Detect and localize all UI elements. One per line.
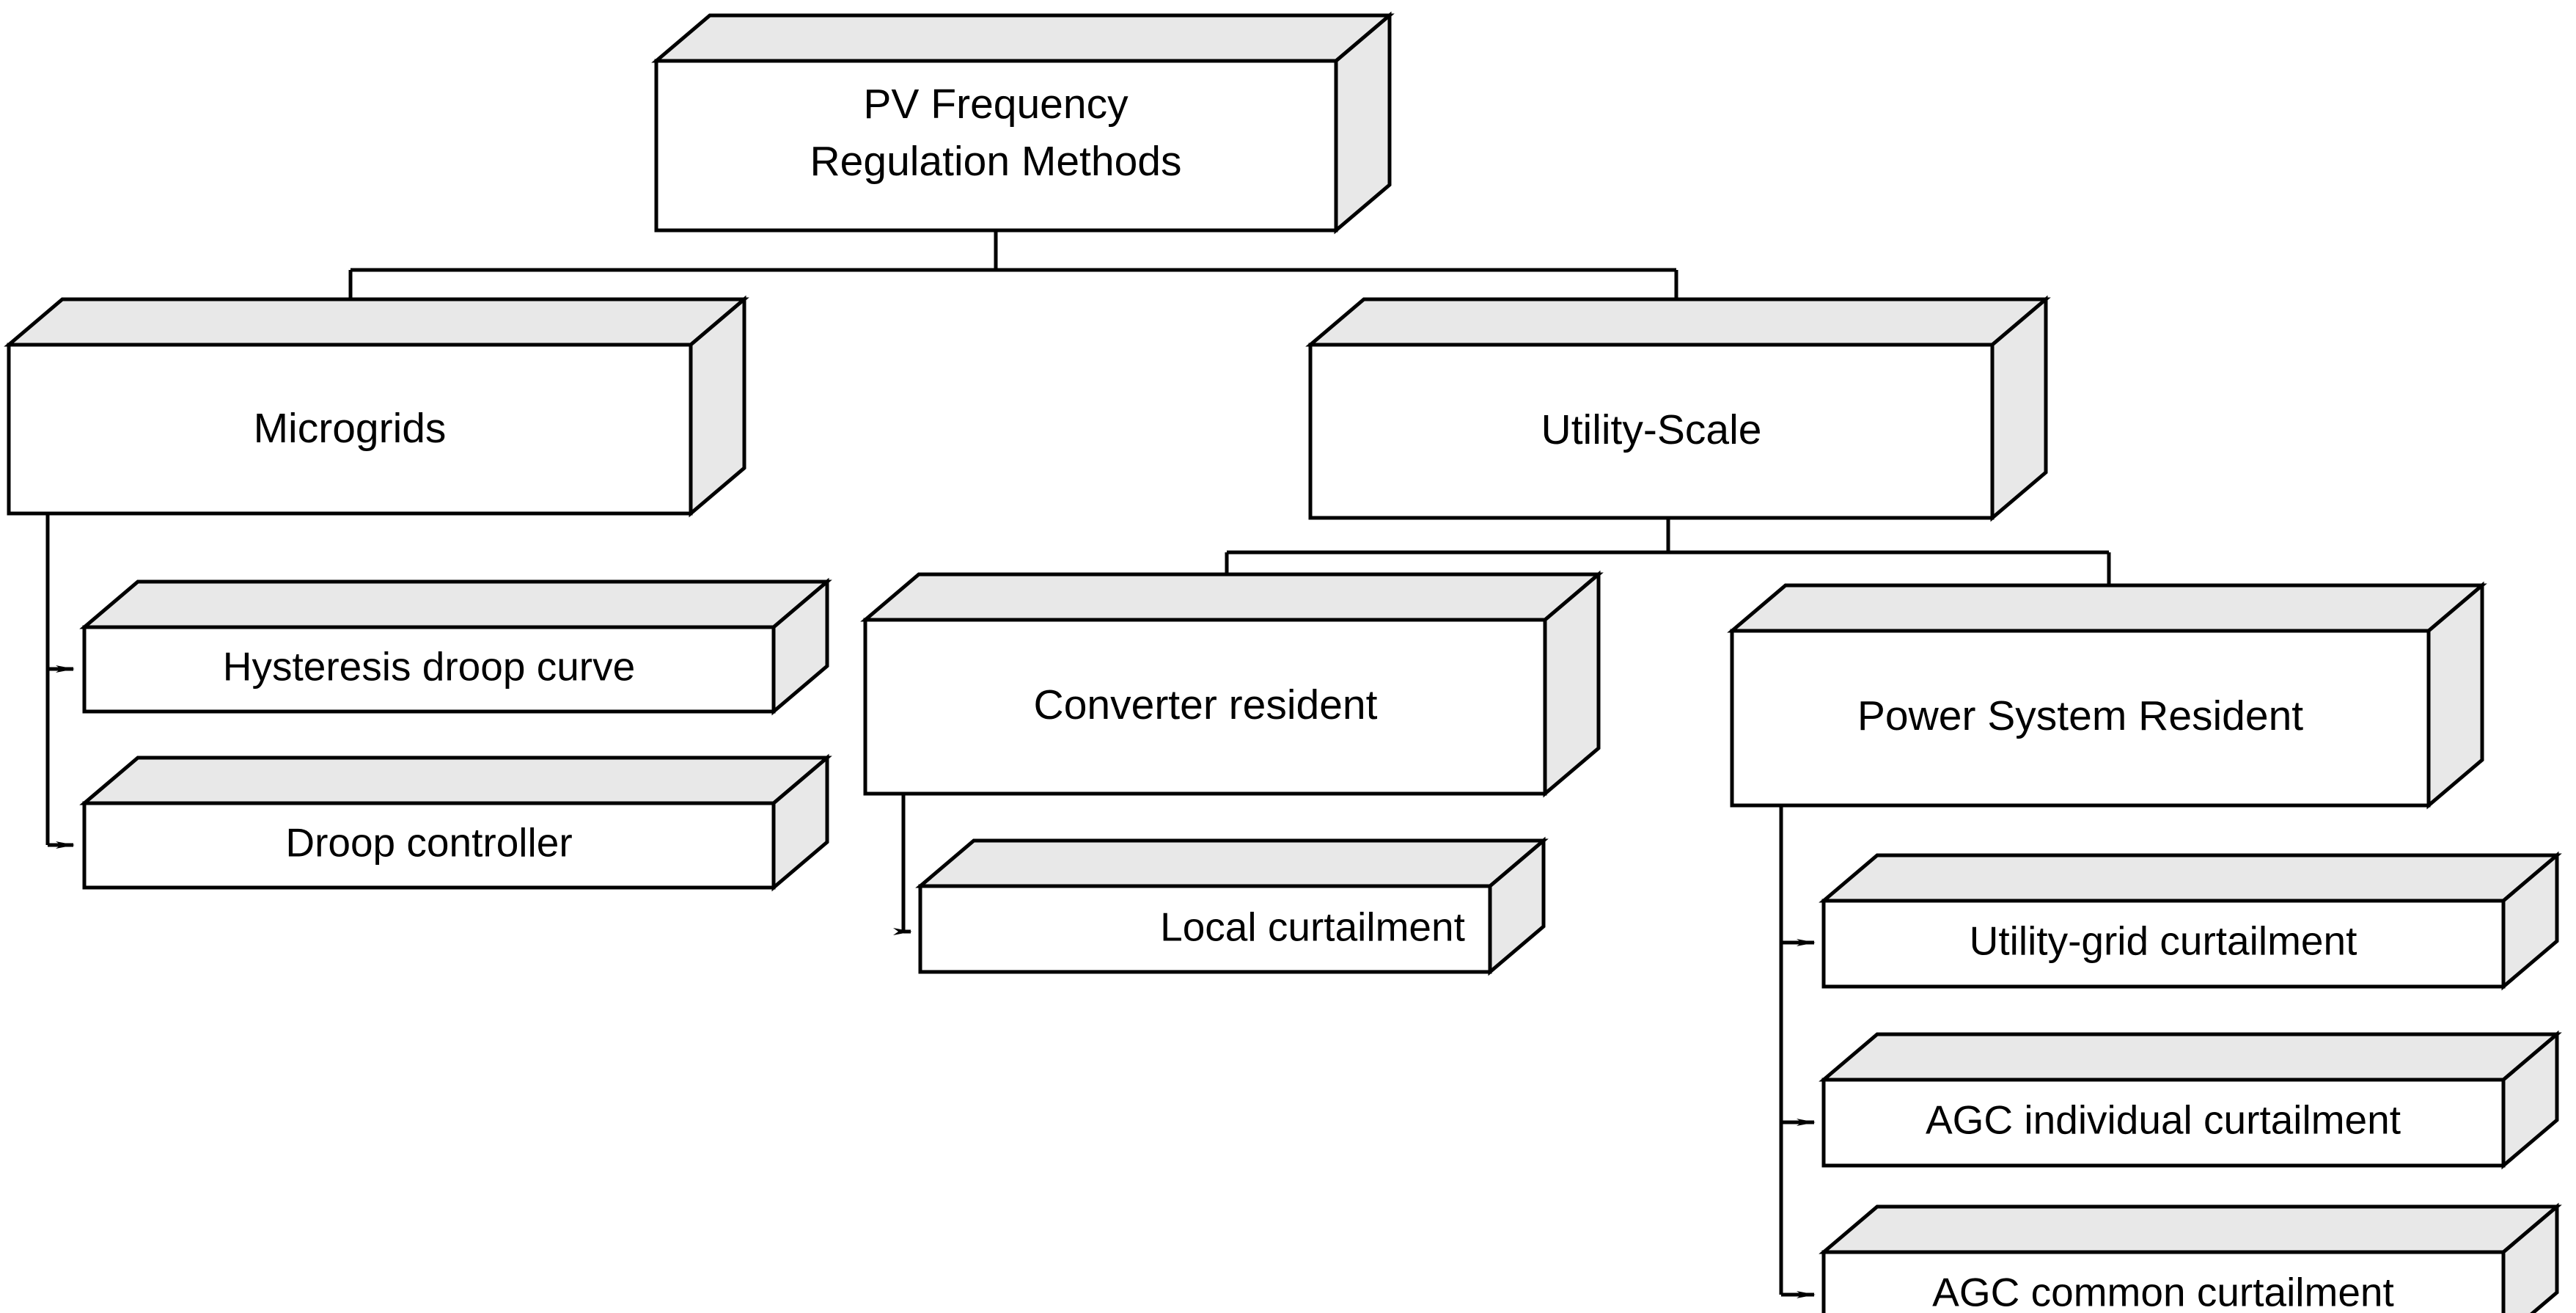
root-box-front-face	[654, 59, 1338, 233]
node-agc-individual-curtailment[interactable]: AGC individual curtailment	[1819, 1030, 2562, 1170]
converter-resident-box-front-face	[863, 618, 1547, 796]
node-hysteresis-droop-curve[interactable]: Hysteresis droop curve	[79, 577, 832, 716]
utility-grid-curtailment-box-top-face	[1819, 853, 2562, 903]
root-box-top-face	[651, 13, 1395, 63]
agc-common-curtailment-box-top-face	[1819, 1204, 2562, 1254]
agc-individual-curtailment-box-top-face	[1819, 1032, 2562, 1082]
root-label-line1: PV Frequency	[863, 81, 1129, 128]
converter-resident-label: Converter resident	[1034, 681, 1378, 728]
power-system-resident-box-front-face	[1730, 629, 2431, 808]
node-droop-controller[interactable]: Droop controller	[79, 753, 832, 892]
droop-controller-box-front-face	[82, 801, 776, 890]
converter-resident-box-top-face	[860, 572, 1604, 622]
power-system-resident-box-top-face	[1727, 583, 2487, 633]
node-local-curtailment[interactable]: Local curtailment	[915, 836, 1549, 976]
local-curtailment-label: Local curtailment	[1160, 904, 1465, 950]
hysteresis-box-top-face	[79, 579, 832, 629]
local-curtailment-box-front-face	[918, 884, 1492, 974]
agc-individual-curtailment-label: AGC individual curtailment	[1926, 1097, 2401, 1143]
hysteresis-box-front-face	[82, 625, 776, 714]
hysteresis-label: Hysteresis droop curve	[223, 644, 635, 690]
connector-layer	[45, 230, 2113, 1298]
microgrids-label: Microgrids	[254, 405, 447, 452]
power-system-resident-label: Power System Resident	[1857, 692, 2303, 739]
microgrids-box-top-face	[4, 297, 749, 347]
agc-common-curtailment-label: AGC common curtailment	[1932, 1270, 2394, 1313]
agc-individual-curtailment-box-front-face	[1821, 1078, 2506, 1168]
local-curtailment-box-top-face	[915, 838, 1549, 888]
node-power-system-resident[interactable]: Power System Resident	[1727, 581, 2487, 810]
agc-common-curtailment-box-front-face	[1821, 1250, 2506, 1313]
root-label-line2: Regulation Methods	[810, 138, 1182, 185]
droop-controller-box-top-face	[79, 756, 832, 805]
node-microgrids[interactable]: Microgrids	[4, 295, 749, 518]
node-converter-resident[interactable]: Converter resident	[860, 570, 1604, 798]
node-agc-common-curtailment[interactable]: AGC common curtailment	[1819, 1202, 2562, 1313]
node-utility-grid-curtailment[interactable]: Utility-grid curtailment	[1819, 851, 2562, 991]
microgrids-box-front-face	[7, 343, 693, 516]
node-root[interactable]: PV Frequency Regulation Methods	[651, 11, 1395, 235]
utility-scale-box-top-face	[1305, 297, 2051, 347]
utility-grid-curtailment-label: Utility-grid curtailment	[1970, 918, 2357, 964]
utility-grid-curtailment-box-front-face	[1821, 899, 2506, 989]
utility-scale-label: Utility-Scale	[1541, 406, 1762, 453]
node-utility-scale[interactable]: Utility-Scale	[1305, 295, 2051, 522]
utility-scale-box-front-face	[1308, 343, 1995, 520]
droop-controller-label: Droop controller	[285, 820, 572, 866]
